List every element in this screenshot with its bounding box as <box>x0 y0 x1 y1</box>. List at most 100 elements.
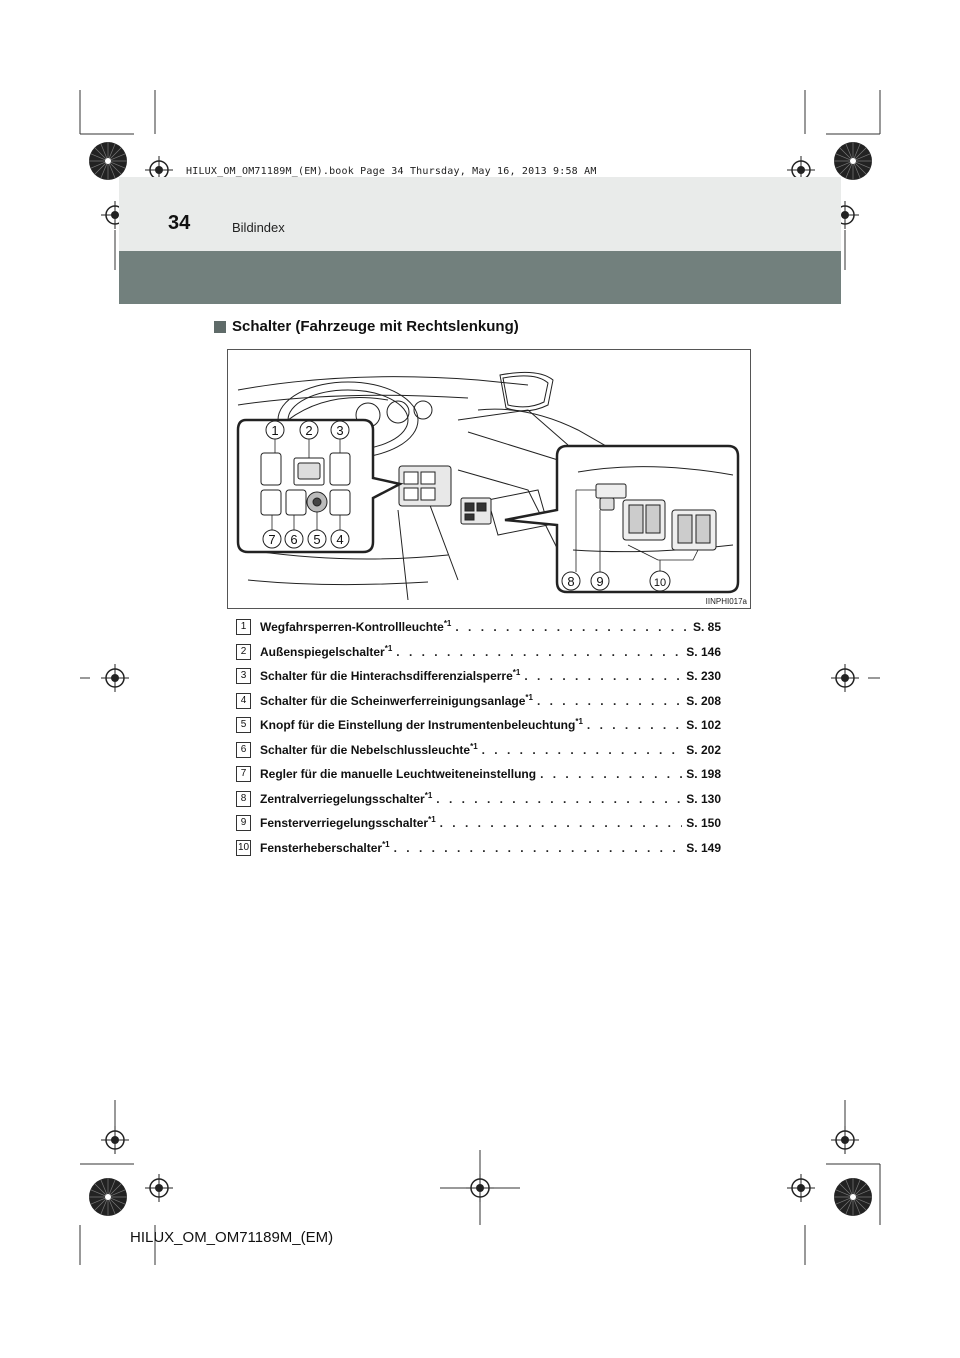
dot-leader: . . . . . . . . . . . . . . . . . . . . … <box>396 644 682 659</box>
svg-text:6: 6 <box>290 532 297 547</box>
header-band <box>119 177 841 304</box>
item-label: Schalter für die Nebelschlussleuchte*1 <box>260 741 478 757</box>
list-item: 8 Zentralverriegelungsschalter*1 . . . .… <box>236 787 721 812</box>
item-label: Regler für die manuelle Leuchtweiteneins… <box>260 767 537 782</box>
page-reference-link[interactable]: S. 130 <box>686 791 721 806</box>
section-name: Bildindex <box>232 220 285 235</box>
header-strip <box>119 251 841 304</box>
footnote-marker: *1 <box>443 619 452 629</box>
svg-text:8: 8 <box>567 574 574 589</box>
rosette-icon <box>89 142 127 180</box>
dot-leader: . . . . . . . . . . . . . . . . . . . . … <box>540 767 682 782</box>
svg-text:10: 10 <box>654 577 666 589</box>
svg-text:3: 3 <box>336 423 343 438</box>
list-item: 9 Fensterverriegelungsschalter*1 . . . .… <box>236 811 721 836</box>
list-item: 3 Schalter für die Hinterachsdifferenzia… <box>236 664 721 689</box>
page-reference-link[interactable]: S. 202 <box>686 742 721 757</box>
footnote-marker: *1 <box>525 692 533 702</box>
page-reference-link[interactable]: S. 102 <box>686 718 721 733</box>
callout-8: 8 <box>561 571 581 591</box>
footer-manual-code: HILUX_OM_OM71189M_(EM) <box>130 1229 334 1246</box>
registration-mark-icon <box>466 1174 494 1202</box>
svg-text:9: 9 <box>596 574 603 589</box>
item-number: 4 <box>236 692 251 709</box>
item-number: 9 <box>236 815 251 832</box>
item-number: 2 <box>236 643 251 660</box>
callout-labels: 1 2 3 4 5 6 7 8 9 10 <box>262 420 671 592</box>
registration-mark-icon <box>831 1126 859 1154</box>
registration-mark-icon <box>145 1174 173 1202</box>
heading-square-icon <box>214 320 226 333</box>
item-number: 1 <box>236 619 251 636</box>
page-reference-link[interactable]: S. 208 <box>686 693 721 708</box>
dot-leader: . . . . . . . . . . . . . . . . . . . . … <box>481 742 683 757</box>
switch-illustration: 1 2 3 4 5 6 7 8 9 10 IINPHI017a <box>227 349 751 609</box>
item-label: Fensterheberschalter*1 <box>260 839 390 855</box>
dot-leader: . . . . . . . . . . . . . . . . . . . . … <box>393 840 683 855</box>
svg-text:7: 7 <box>268 532 275 547</box>
item-number: 7 <box>236 766 251 783</box>
footnote-marker: *1 <box>382 839 390 849</box>
callout-1: 1 <box>265 420 285 440</box>
registration-mark-icon <box>101 664 129 692</box>
list-item: 5 Knopf für die Einstellung der Instrume… <box>236 713 721 738</box>
item-number: 5 <box>236 717 251 734</box>
file-stamp: HILUX_OM_OM71189M_(EM).book Page 34 Thur… <box>186 166 597 177</box>
registration-mark-icon <box>101 1126 129 1154</box>
list-item: 2 Außenspiegelschalter*1 . . . . . . . .… <box>236 640 721 665</box>
callout-6: 6 <box>284 529 304 549</box>
item-label: Schalter für die Hinterachsdifferenzials… <box>260 668 521 684</box>
registration-mark-icon <box>787 1174 815 1202</box>
list-item: 10 Fensterheberschalter*1 . . . . . . . … <box>236 836 721 861</box>
list-item: 6 Schalter für die Nebelschlussleuchte*1… <box>236 738 721 763</box>
footnote-marker: *1 <box>470 741 478 751</box>
item-label: Wegfahrsperren-Kontrollleuchte*1 <box>260 619 452 635</box>
dot-leader: . . . . . . . . . . . . . . . . . . . . … <box>436 791 682 806</box>
page-reference-link[interactable]: S. 230 <box>686 669 721 684</box>
svg-text:4: 4 <box>336 532 343 547</box>
figure-code: IINPHI017a <box>705 597 747 606</box>
callout-3: 3 <box>330 420 350 440</box>
callout-10: 10 <box>649 570 671 592</box>
dot-leader: . . . . . . . . . . . . . . . . . . . . … <box>439 816 683 831</box>
footnote-marker: *1 <box>575 717 583 727</box>
dot-leader: . . . . . . . . . . . . . . . . . . . . … <box>455 620 689 635</box>
page-reference-link[interactable]: S. 150 <box>686 816 721 831</box>
footnote-marker: *1 <box>428 815 436 825</box>
footnote-marker: *1 <box>384 643 393 653</box>
page-reference-link[interactable]: S. 149 <box>686 840 721 855</box>
callout-4: 4 <box>330 529 350 549</box>
item-number: 10 <box>236 839 251 856</box>
item-label: Schalter für die Scheinwerferreinigungsa… <box>260 692 533 708</box>
list-item: 7 Regler für die manuelle Leuchtweitenei… <box>236 762 721 787</box>
switch-index-list: 1 Wegfahrsperren-Kontrollleuchte*1 . . .… <box>236 615 721 860</box>
svg-text:1: 1 <box>271 423 278 438</box>
rosette-icon <box>834 1178 872 1216</box>
item-number: 3 <box>236 668 251 685</box>
item-label: Knopf für die Einstellung der Instrument… <box>260 717 583 733</box>
item-number: 6 <box>236 741 251 758</box>
section-heading: Schalter (Fahrzeuge mit Rechtslenkung) <box>214 318 519 335</box>
dot-leader: . . . . . . . . . . . . . . . . . . . . … <box>524 669 683 684</box>
item-label: Zentralverriegelungsschalter*1 <box>260 790 433 806</box>
svg-text:2: 2 <box>305 423 312 438</box>
footnote-marker: *1 <box>424 790 433 800</box>
callout-7: 7 <box>262 529 282 549</box>
list-item: 1 Wegfahrsperren-Kontrollleuchte*1 . . .… <box>236 615 721 640</box>
page-number: 34 <box>168 212 191 234</box>
item-number: 8 <box>236 790 251 807</box>
list-item: 4 Schalter für die Scheinwerferreinigung… <box>236 689 721 714</box>
callout-5: 5 <box>307 529 327 549</box>
registration-mark-icon <box>831 664 859 692</box>
rosette-icon <box>834 142 872 180</box>
item-label: Fensterverriegelungsschalter*1 <box>260 815 436 831</box>
page-reference-link[interactable]: S. 146 <box>686 644 721 659</box>
callout-9: 9 <box>590 571 610 591</box>
footnote-marker: *1 <box>512 668 521 678</box>
dot-leader: . . . . . . . . . . . . . . . . . . . . … <box>586 718 682 733</box>
callout-2: 2 <box>299 420 319 440</box>
section-heading-text: Schalter (Fahrzeuge mit Rechtslenkung) <box>232 318 519 335</box>
page-reference-link[interactable]: S. 85 <box>692 620 721 635</box>
page-reference-link[interactable]: S. 198 <box>686 767 721 782</box>
item-label: Außenspiegelschalter*1 <box>260 643 393 659</box>
